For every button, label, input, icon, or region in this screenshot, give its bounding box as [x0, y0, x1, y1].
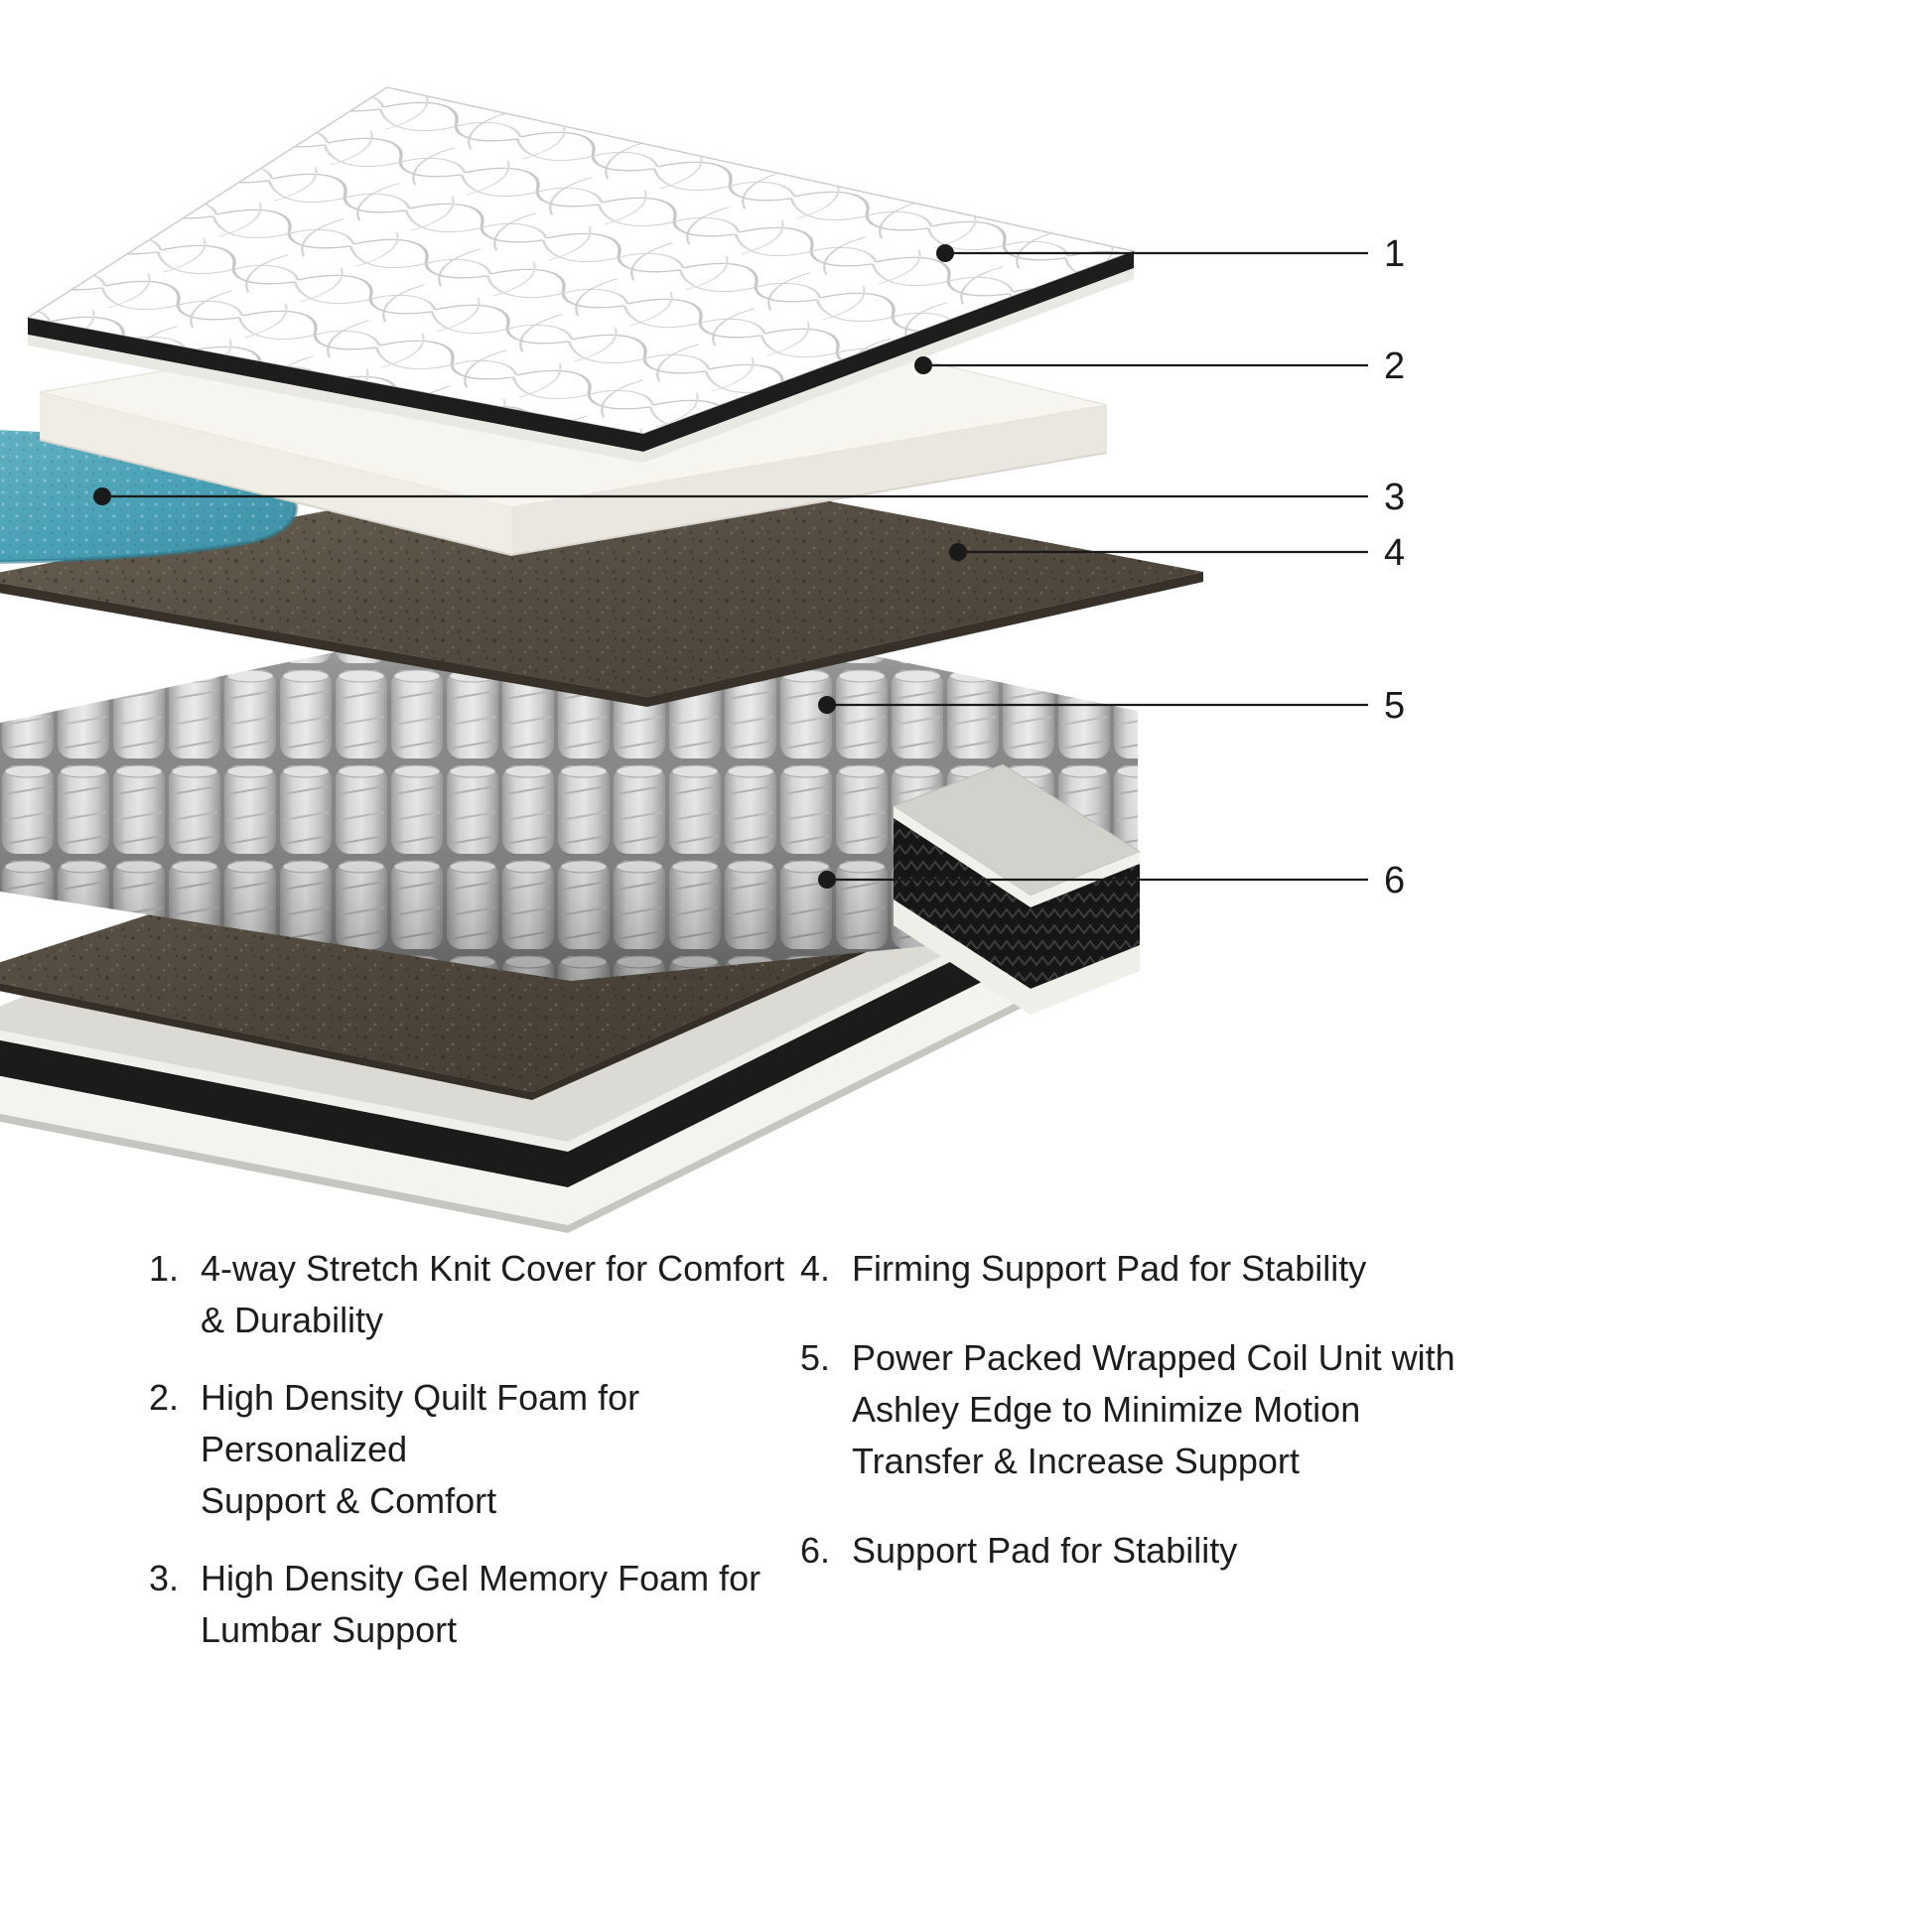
layer-5-coil-unit: [0, 598, 1138, 981]
legend-item-6: 6. Support Pad for Stability: [800, 1525, 1455, 1577]
callout-5-number: 5: [1384, 685, 1405, 727]
callout-6: 6: [818, 860, 1405, 901]
callout-1-number: 1: [1384, 233, 1405, 275]
layer-4-firming-pad: [0, 459, 1203, 707]
legend-item-3-number: 3.: [149, 1558, 180, 1598]
legend-item-6-number: 6.: [800, 1530, 831, 1571]
legend-item-1: 1. 4-way Stretch Knit Cover for Comfort …: [149, 1243, 804, 1346]
legend-item-6-text: Support Pad for Stability: [852, 1530, 1238, 1571]
callout-1: 1: [936, 233, 1405, 275]
legend-item-5: 5. Power Packed Wrapped Coil Unit with A…: [800, 1332, 1455, 1487]
legend-item-2-text: High Density Quilt Foam for Personalized…: [201, 1377, 640, 1521]
callout-1-dot: [936, 244, 954, 262]
callout-5: 5: [818, 685, 1405, 727]
legend-item-1-number: 1.: [149, 1248, 180, 1289]
callout-3-number: 3: [1384, 477, 1405, 518]
callout-4: 4: [949, 532, 1405, 574]
callout-3: 3: [93, 477, 1405, 518]
legend-item-1-text: 4-way Stretch Knit Cover for Comfort & D…: [201, 1248, 785, 1340]
callout-3-dot: [93, 487, 111, 505]
legend-left-column: 1. 4-way Stretch Knit Cover for Comfort …: [149, 1243, 804, 1682]
legend-right-column: 4. Firming Support Pad for Stability 5. …: [800, 1243, 1455, 1614]
base-corner-edge: [892, 763, 1142, 1015]
callout-2: 2: [914, 345, 1405, 387]
callout-2-number: 2: [1384, 345, 1405, 387]
legend-item-2: 2. High Density Quilt Foam for Personali…: [149, 1372, 804, 1527]
callout-2-dot: [914, 356, 932, 374]
legend-item-4: 4. Firming Support Pad for Stability: [800, 1243, 1455, 1295]
layer-1-knit-cover: [26, 86, 1137, 463]
legend-item-5-number: 5.: [800, 1337, 831, 1378]
legend-item-3: 3. High Density Gel Memory Foam for Lumb…: [149, 1553, 804, 1656]
legend-item-2-number: 2.: [149, 1377, 180, 1418]
legend-item-3-text: High Density Gel Memory Foam for Lumbar …: [201, 1558, 761, 1650]
callout-5-dot: [818, 696, 836, 714]
legend-item-4-text: Firming Support Pad for Stability: [852, 1248, 1367, 1289]
callout-6-number: 6: [1384, 860, 1405, 901]
callout-4-dot: [949, 543, 967, 561]
callout-4-number: 4: [1384, 532, 1405, 574]
callout-6-dot: [818, 871, 836, 889]
legend-item-5-text: Power Packed Wrapped Coil Unit with Ashl…: [852, 1337, 1455, 1481]
legend-item-4-number: 4.: [800, 1248, 831, 1289]
